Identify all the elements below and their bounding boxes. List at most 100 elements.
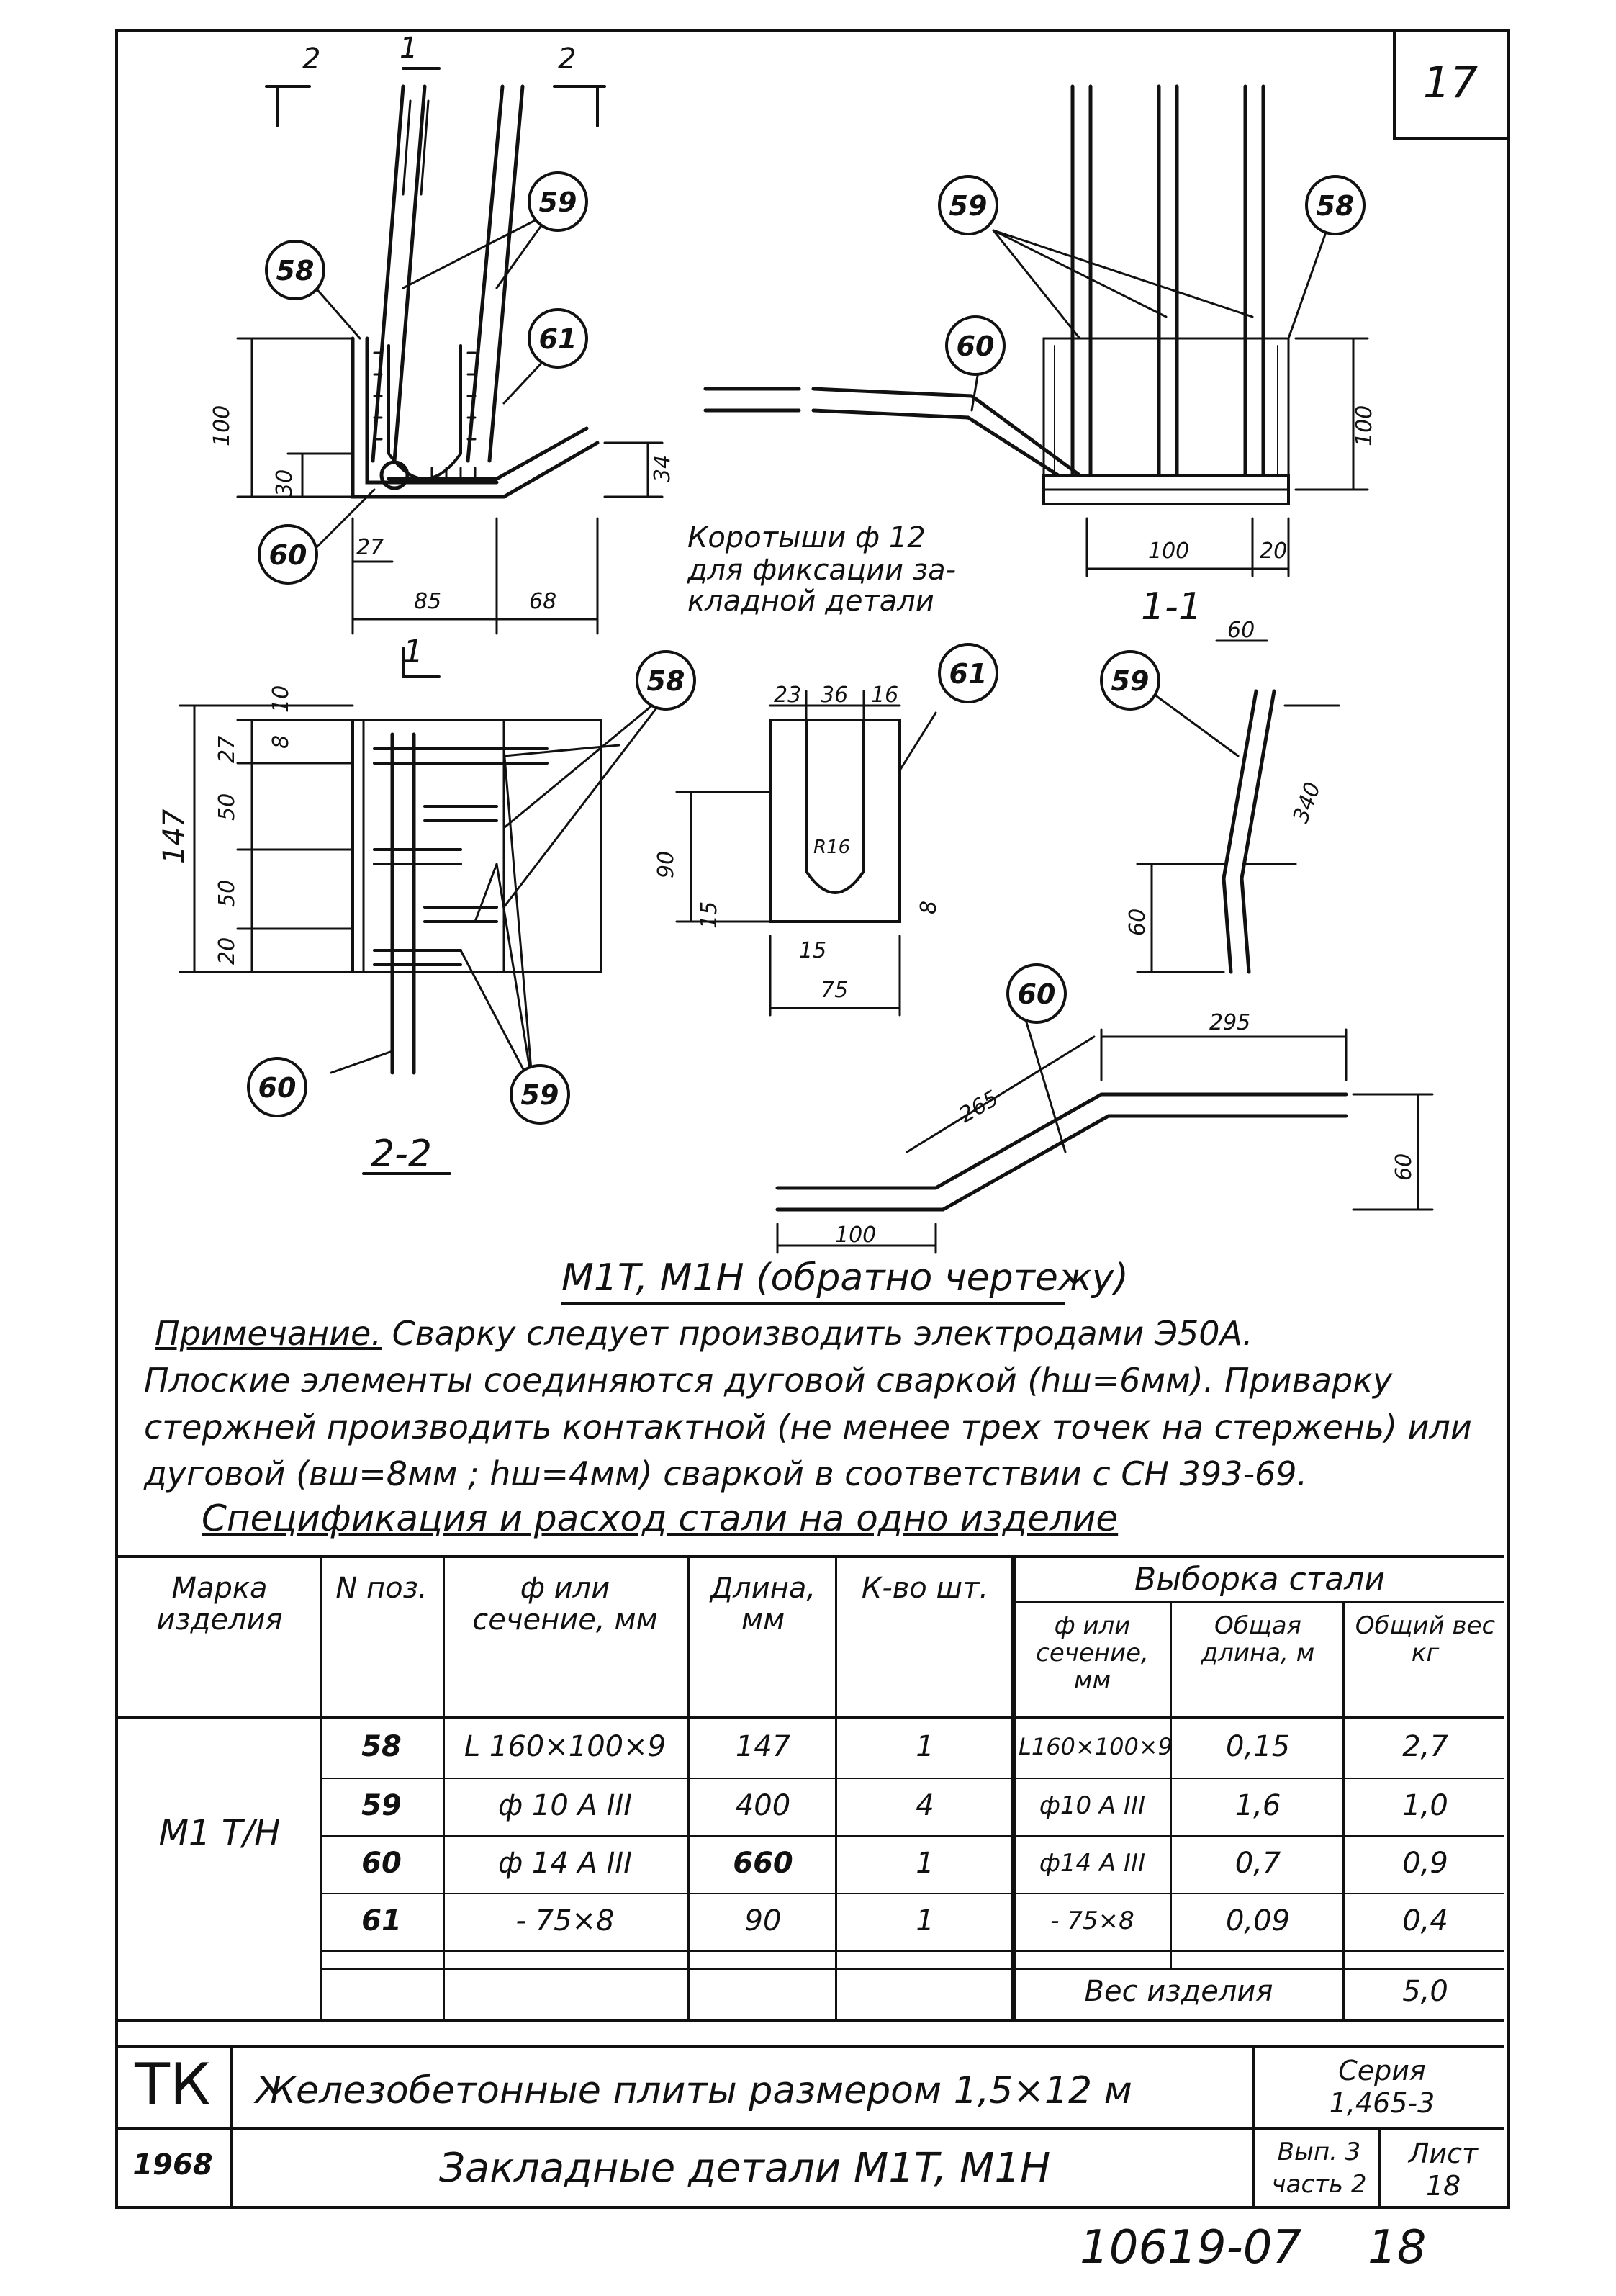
col-line-bold <box>1011 1558 1016 2019</box>
tb-issue: Вып. 3 <box>1277 2138 1361 2166</box>
callout-60-b-label: 60 <box>957 330 995 362</box>
row-59-section: ф 10 А III <box>498 1789 632 1822</box>
total-value: 5,0 <box>1402 1975 1448 2008</box>
section-1-1-hatch-block <box>1042 337 1290 491</box>
row-59-length: 400 <box>735 1789 791 1822</box>
dim-85-main: 85 <box>414 589 441 614</box>
row-61-length: 90 <box>744 1904 782 1937</box>
plan-2-2 <box>179 647 602 1175</box>
marker-2-right: 2 <box>558 42 576 76</box>
row-58-section: L 160×100×9 <box>464 1730 667 1763</box>
dim-265-60: 265 <box>955 1086 1003 1128</box>
callout-58-a-label: 58 <box>276 255 315 287</box>
tb-org: ТК <box>135 2051 211 2118</box>
tb-series-label: Серия <box>1338 2055 1426 2086</box>
section-1-1-rod-60 <box>703 387 1082 477</box>
dim-lines-main <box>236 337 664 635</box>
note-label: Примечание. <box>155 1314 382 1353</box>
callout-61-b-label: 61 <box>949 658 988 690</box>
dim-15b-61: 15 <box>799 938 826 963</box>
section-mark-1: 1 <box>403 634 423 670</box>
col-line <box>835 1558 837 2019</box>
row-61-pos: 61 <box>361 1904 402 1937</box>
dim-90-61: 90 <box>654 851 679 878</box>
dim-20-plan: 20 <box>215 937 240 965</box>
note-line-3: стержней производить контактной (не мене… <box>144 1408 1472 1446</box>
dim-r16-61: R16 <box>813 837 850 858</box>
row-61-section: - 75×8 <box>515 1904 615 1937</box>
row-line <box>320 1968 1504 1970</box>
plan-label: 2-2 <box>371 1133 432 1176</box>
dim-50a-plan: 50 <box>215 793 240 821</box>
dim-68-main: 68 <box>529 589 556 614</box>
header-steel-group: Выборка стали <box>1134 1561 1385 1598</box>
header-steel-section: ф или сечение, мм <box>1036 1611 1149 1695</box>
callout-61-a <box>528 308 588 369</box>
part-61-dims <box>675 690 901 1017</box>
rod-59-a <box>371 84 427 463</box>
callout-60-d <box>247 1057 307 1117</box>
header-bottom <box>115 1716 1504 1719</box>
callout-60-c-label: 60 <box>1018 978 1056 1010</box>
rod-59-b <box>466 84 525 463</box>
callout-59-b <box>938 175 998 235</box>
dim-10-plan: 10 <box>268 685 294 713</box>
callout-58-b-label: 58 <box>1317 190 1355 222</box>
row-60-weight: 0,9 <box>1402 1847 1448 1880</box>
section-1-1-base <box>1042 474 1290 505</box>
section-1-1 <box>703 84 1369 577</box>
callout-60-a <box>258 524 318 585</box>
dim-8-plan: 8 <box>268 735 294 749</box>
row-61-total-length: 0,09 <box>1225 1904 1291 1937</box>
tb-hline <box>115 2127 1504 2130</box>
plan-cut-marker <box>402 647 441 678</box>
row-61-weight: 0,4 <box>1402 1904 1448 1937</box>
row-line <box>320 1835 1504 1837</box>
note-line-2: Плоские элементы соединяются дуговой сва… <box>144 1361 1393 1400</box>
callout-59-a <box>528 171 588 232</box>
dim-8-61: 8 <box>916 901 942 914</box>
spec-title: Спецификация и расход стали на одно изде… <box>202 1498 1119 1539</box>
row-60-pos: 60 <box>361 1847 402 1880</box>
callout-59-b-label: 59 <box>949 190 988 222</box>
header-mark: Марка изделия <box>156 1572 283 1637</box>
fixation-note-1: Коротыши ф 12 <box>687 521 926 554</box>
header-length: Длина, мм <box>710 1572 816 1637</box>
callout-60-d-label: 60 <box>258 1072 297 1104</box>
callout-60-a-label: 60 <box>269 539 307 571</box>
row-61-steel: - 75×8 <box>1050 1906 1134 1935</box>
callout-59-d-label: 59 <box>521 1079 559 1111</box>
note-line-1: Примечание. Сварку следует производить э… <box>155 1314 1253 1353</box>
callout-61-b <box>938 643 998 703</box>
rod-60-main <box>387 426 600 499</box>
dim-100-main: 100 <box>209 405 235 446</box>
footer-code: 10619-07 <box>1080 2221 1302 2274</box>
section-1-1-dims <box>1085 337 1369 577</box>
row-60-steel: ф14 А III <box>1039 1849 1146 1878</box>
col-line <box>687 1558 690 2019</box>
row-59-weight: 1,0 <box>1402 1789 1448 1822</box>
cut-marker-2-right <box>553 85 606 127</box>
plan-rod-60 <box>390 732 416 1075</box>
part-61-detail <box>675 690 901 1017</box>
callout-59-a-label: 59 <box>539 186 577 218</box>
sheet-number-box <box>1393 29 1507 140</box>
dim-36-61: 36 <box>821 683 848 708</box>
dim-60-60: 60 <box>1391 1153 1417 1181</box>
plan-plate <box>351 719 602 973</box>
sheet-number: 17 <box>1422 58 1479 108</box>
row-60-section: ф 14 А III <box>498 1847 632 1880</box>
dim-16-61: 16 <box>871 683 898 708</box>
row-58-qty: 1 <box>916 1730 934 1763</box>
dim-100h-1-1: 100 <box>1148 539 1189 564</box>
row-60-qty: 1 <box>916 1847 934 1880</box>
cut-marker-2-left <box>265 85 311 127</box>
main-side-view <box>236 67 664 635</box>
part-59-bar <box>1222 689 1276 974</box>
part-61-outline <box>768 719 901 923</box>
leader-lines <box>308 211 1333 1153</box>
row-58-total-length: 0,15 <box>1225 1730 1291 1763</box>
row-59-pos: 59 <box>361 1789 402 1822</box>
row-59-qty: 4 <box>916 1789 934 1822</box>
header-qty: К-во шт. <box>861 1572 989 1605</box>
